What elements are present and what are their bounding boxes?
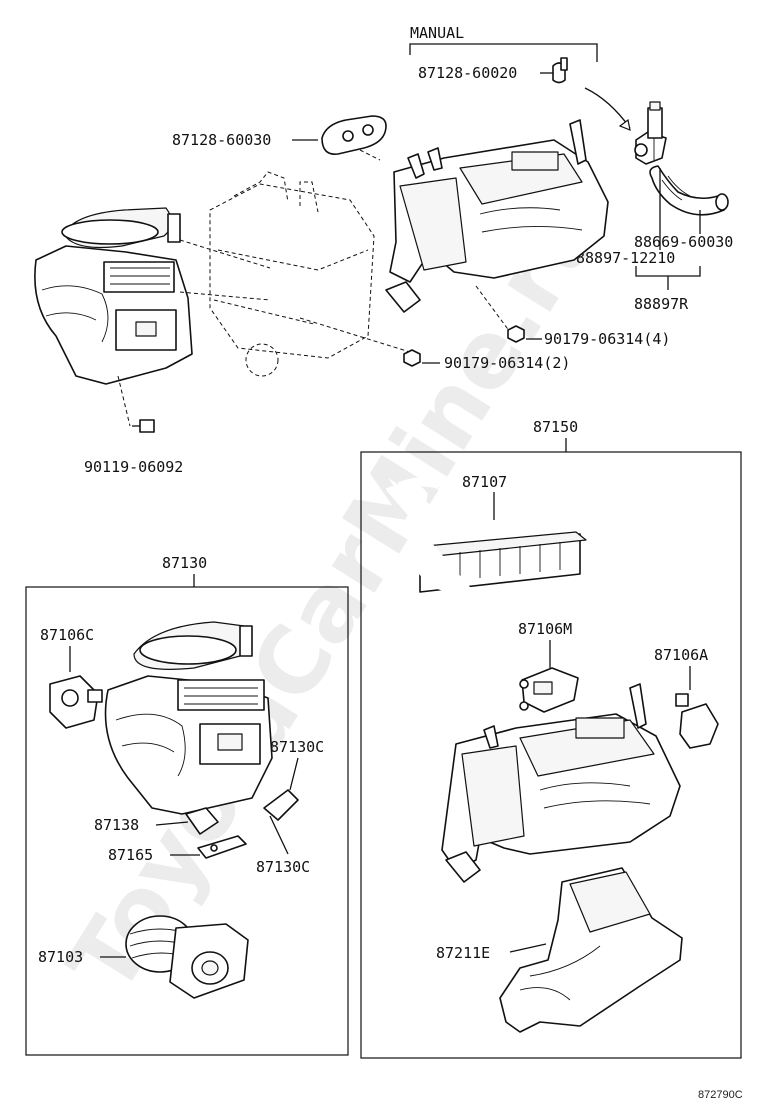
label-90179-06314-2: 90179-06314(2)	[444, 354, 570, 372]
part-90179-06314-4[interactable]: 90179-06314(4)	[507, 325, 670, 348]
part-87128-60020[interactable]: 87128-60020	[418, 57, 568, 84]
label-87128-60020: 87128-60020	[418, 64, 517, 82]
label-87106M: 87106M	[518, 620, 572, 638]
part-90119-06092[interactable]: 90119-06092	[84, 419, 183, 476]
part-87138-icon	[185, 807, 219, 835]
label-87128-60030: 87128-60030	[172, 131, 271, 149]
label-87106C: 87106C	[40, 626, 94, 644]
blower-unit-icon	[34, 207, 193, 385]
heater-case-lower-icon	[441, 683, 681, 883]
label-87106A: 87106A	[654, 646, 708, 664]
label-90179-06314-4: 90179-06314(4)	[544, 330, 670, 348]
part-87128-60030[interactable]: 87128-60030	[172, 115, 387, 155]
servo-motor-87106C-icon	[49, 675, 103, 729]
linkage-87130C-a-icon	[263, 789, 299, 821]
water-valve-icon	[634, 101, 667, 165]
manual-label: MANUAL	[410, 24, 464, 42]
blower-assembly-icon	[104, 621, 273, 815]
label-88897-12210: 88897-12210	[576, 249, 675, 267]
group-87150-box	[360, 451, 742, 1059]
heater-core-icon	[385, 477, 587, 596]
blower-motor-87103-icon	[125, 915, 249, 999]
evaporator-housing-icon	[209, 171, 375, 377]
hose-icon	[649, 165, 729, 216]
nut-icon	[507, 325, 525, 343]
nut-icon	[403, 349, 421, 367]
part-87165-icon	[197, 835, 247, 859]
duct-87211E-icon	[499, 867, 683, 1033]
label-88897R: 88897R	[634, 295, 689, 313]
label-87103: 87103	[38, 948, 83, 966]
label-87107: 87107	[462, 473, 507, 491]
label-87211E: 87211E	[436, 944, 490, 962]
label-87130C-a: 87130C	[270, 738, 324, 756]
bolt-icon	[139, 419, 155, 433]
label-87130: 87130	[162, 554, 207, 572]
part-90179-06314-2[interactable]: 90179-06314(2)	[403, 349, 570, 372]
diagram-code: 872790C	[698, 1089, 743, 1101]
gasket-icon	[321, 115, 387, 155]
label-87165: 87165	[108, 846, 153, 864]
label-88669-60030: 88669-60030	[634, 233, 733, 251]
label-87130C-b: 87130C	[256, 858, 310, 876]
label-90119-06092: 90119-06092	[84, 458, 183, 476]
heater-case-icon	[385, 119, 609, 313]
servo-motor-87106A-icon	[675, 693, 719, 749]
label-87138: 87138	[94, 816, 139, 834]
label-87150: 87150	[533, 418, 578, 436]
group-87130-box	[25, 586, 349, 1056]
manual-bracket: MANUAL	[409, 24, 598, 62]
servo-motor-87106M-icon	[519, 667, 579, 713]
